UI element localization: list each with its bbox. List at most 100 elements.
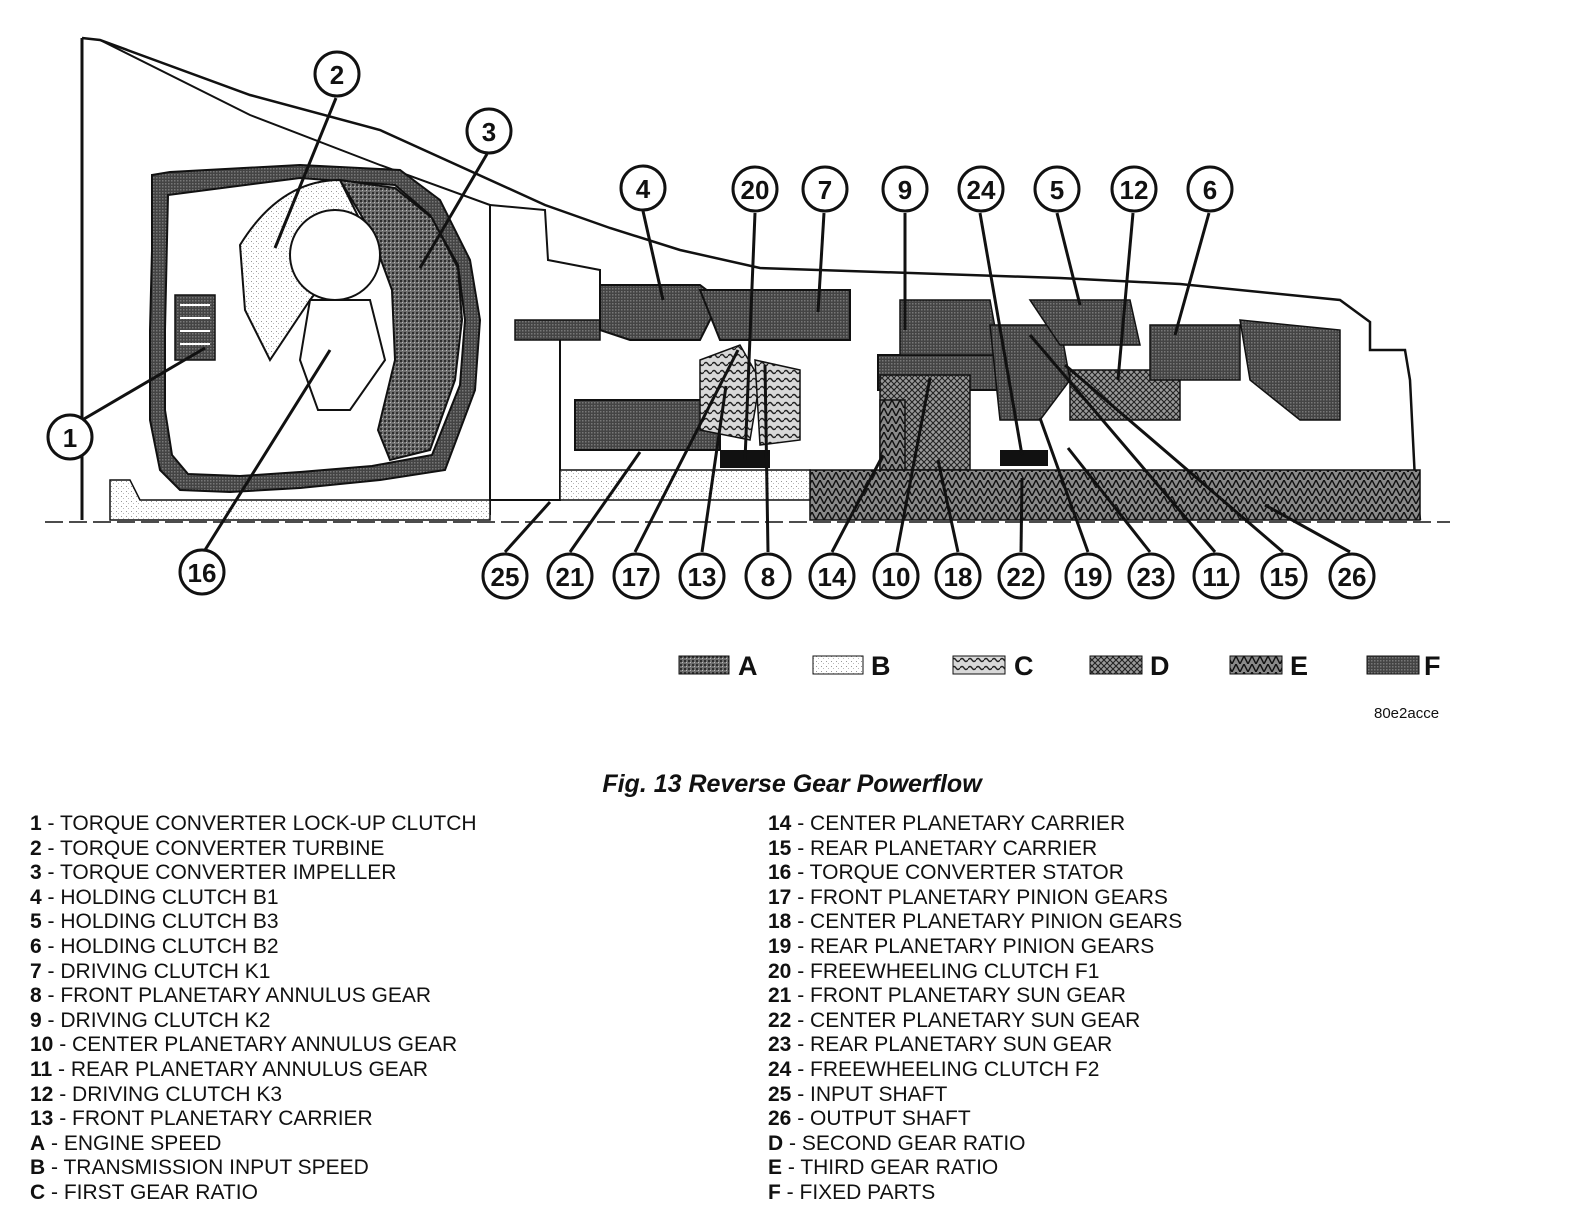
part-number: A [30, 1131, 46, 1155]
part-description: CENTER PLANETARY PINION GEARS [810, 910, 1183, 934]
svg-text:9: 9 [898, 175, 912, 205]
image-code: 80e2acce [1374, 705, 1439, 722]
part-number: 8 [30, 984, 42, 1008]
callout-2: 2 [313, 50, 361, 98]
svg-text:26: 26 [1338, 562, 1367, 592]
part-description: FRONT PLANETARY SUN GEAR [810, 984, 1126, 1008]
parts-list-entry: 16 - TORQUE CONVERTER STATOR [768, 861, 1124, 885]
svg-text:11: 11 [1202, 562, 1230, 592]
parts-list-entry: 26 - OUTPUT SHAFT [768, 1107, 971, 1131]
legend: A B C D E F [678, 651, 1441, 681]
svg-text:D: D [1150, 651, 1170, 681]
svg-text:E: E [1290, 651, 1308, 681]
parts-list-entry: 24 - FREEWHEELING CLUTCH F2 [768, 1057, 1100, 1081]
callout-1: 1 [46, 413, 94, 461]
part-description: CENTER PLANETARY CARRIER [810, 812, 1126, 835]
legend-item-c: C [952, 651, 1034, 681]
svg-text:16: 16 [188, 558, 217, 588]
parts-list-entry: 14 - CENTER PLANETARY CARRIER [768, 812, 1126, 835]
svg-text:14: 14 [818, 562, 847, 592]
svg-text:F: F [1424, 651, 1441, 681]
part-description: FRONT PLANETARY ANNULUS GEAR [60, 984, 432, 1008]
svg-text:20: 20 [741, 175, 770, 205]
callout-19: 19 [1064, 552, 1112, 600]
svg-text:8: 8 [761, 562, 775, 592]
parts-list-entry: 13 - FRONT PLANETARY CARRIER [30, 1107, 373, 1131]
part-number: 25 [768, 1082, 792, 1106]
svg-text:2: 2 [330, 60, 344, 90]
callout-5: 5 [1033, 165, 1081, 213]
part-number: 15 [768, 836, 792, 860]
leader-lines [71, 97, 1351, 554]
part-number: 7 [30, 959, 42, 983]
parts-list-entry: 20 - FREEWHEELING CLUTCH F1 [768, 959, 1100, 983]
part-number: 1 [30, 812, 42, 835]
parts-list-entry: 1 - TORQUE CONVERTER LOCK-UP CLUTCH [30, 812, 477, 835]
parts-list-entry: F - FIXED PARTS [768, 1180, 936, 1204]
parts-list-entry: A - ENGINE SPEED [30, 1131, 222, 1155]
callout-17: 17 [612, 552, 660, 600]
part-number: F [768, 1180, 781, 1204]
part-number: 14 [768, 812, 792, 835]
callout-9: 9 [881, 165, 929, 213]
parts-list-entry: 25 - INPUT SHAFT [768, 1082, 948, 1106]
part-description: ENGINE SPEED [63, 1131, 222, 1155]
parts-list-entry: 22 - CENTER PLANETARY SUN GEAR [768, 1008, 1141, 1032]
parts-list-entry: 8 - FRONT PLANETARY ANNULUS GEAR [30, 984, 432, 1008]
torque-converter [109, 163, 491, 521]
legend-item-e: E [1229, 651, 1308, 681]
part-number: 19 [768, 934, 792, 958]
parts-list-entry: 19 - REAR PLANETARY PINION GEARS [768, 934, 1155, 958]
part-description: DRIVING CLUTCH K2 [60, 1008, 271, 1032]
svg-text:6: 6 [1203, 175, 1217, 205]
parts-list-entry: 23 - REAR PLANETARY SUN GEAR [768, 1033, 1113, 1057]
part-number: C [30, 1180, 46, 1204]
legend-item-b: B [812, 651, 891, 681]
svg-text:24: 24 [967, 175, 996, 205]
parts-list-entry: 11 - REAR PLANETARY ANNULUS GEAR [30, 1057, 428, 1081]
svg-text:15: 15 [1270, 562, 1299, 592]
gearset-region [559, 284, 1421, 521]
part-description: CENTER PLANETARY ANNULUS GEAR [72, 1033, 458, 1057]
svg-text:A: A [738, 651, 758, 681]
callout-3: 3 [465, 107, 513, 155]
callout-25: 25 [481, 552, 529, 600]
svg-text:17: 17 [622, 562, 651, 592]
svg-text:22: 22 [1007, 562, 1036, 592]
parts-list-entry: E - THIRD GEAR RATIO [768, 1156, 999, 1180]
part-number: 10 [30, 1033, 54, 1057]
part-description: CENTER PLANETARY SUN GEAR [810, 1008, 1141, 1032]
part-description: DRIVING CLUTCH K3 [72, 1082, 283, 1106]
callout-15: 15 [1260, 552, 1308, 600]
legend-item-a: A [678, 651, 758, 681]
part-number: 13 [30, 1107, 54, 1131]
part-description: HOLDING CLUTCH B1 [60, 885, 279, 909]
part-description: FREEWHEELING CLUTCH F1 [810, 959, 1100, 983]
callout-8: 8 [744, 552, 792, 600]
svg-text:13: 13 [688, 562, 717, 592]
part-description: FREEWHEELING CLUTCH F2 [810, 1057, 1100, 1081]
legend-item-f: F [1366, 651, 1441, 681]
part-number: 22 [768, 1008, 792, 1032]
part-description: REAR PLANETARY PINION GEARS [810, 934, 1155, 958]
callout-24: 24 [957, 165, 1005, 213]
parts-list-entry: 7 - DRIVING CLUTCH K1 [30, 959, 271, 983]
part-number: 5 [30, 910, 42, 934]
svg-text:10: 10 [882, 562, 911, 592]
part-description: REAR PLANETARY CARRIER [810, 836, 1098, 860]
svg-text:1: 1 [63, 423, 77, 453]
part-description: REAR PLANETARY SUN GEAR [810, 1033, 1113, 1057]
part-description: TRANSMISSION INPUT SPEED [63, 1156, 369, 1180]
parts-list-entry: C - FIRST GEAR RATIO [30, 1180, 258, 1204]
figure-caption: Fig. 13 Reverse Gear Powerflow [602, 770, 982, 798]
part-number: D [768, 1131, 784, 1155]
callout-4: 4 [619, 164, 667, 212]
front-pump-housing [489, 203, 601, 501]
callout-18: 18 [934, 552, 982, 600]
parts-list-entry: 4 - HOLDING CLUTCH B1 [30, 885, 279, 909]
part-description: INPUT SHAFT [810, 1082, 948, 1106]
callout-16: 16 [178, 548, 226, 596]
part-number: 16 [768, 861, 792, 885]
